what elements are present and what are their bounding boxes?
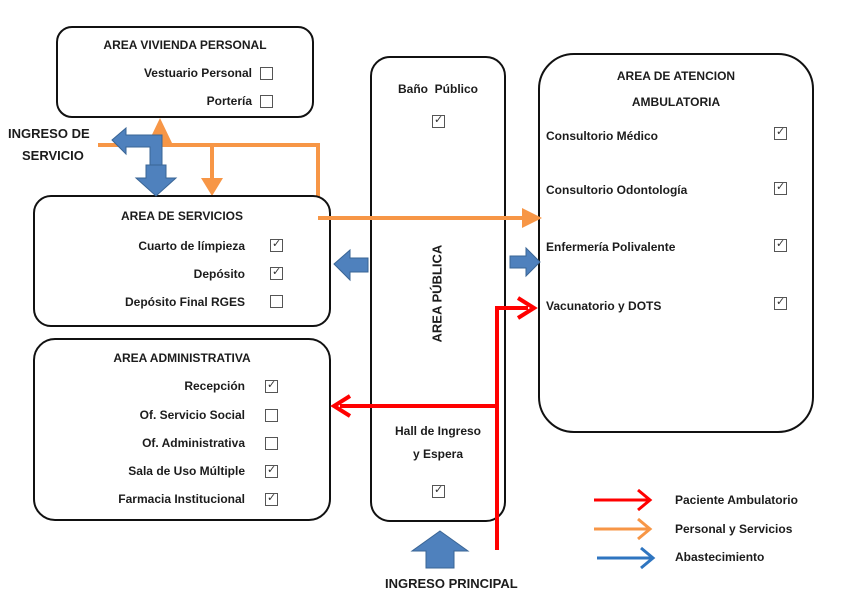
checkbox-deposito-final-rges[interactable]	[270, 295, 283, 308]
checkbox-hall-ingreso[interactable]	[432, 483, 445, 498]
checkbox-administrativa[interactable]	[265, 437, 278, 450]
item-administrativa: Of. Administrativa	[142, 436, 245, 450]
item-vestuario-personal: Vestuario Personal	[143, 66, 252, 80]
legend-paciente-ambulatorio: Paciente Ambulatorio	[675, 493, 798, 507]
checkbox-cuarto-limpieza[interactable]	[270, 237, 283, 252]
area-servicios: AREA DE SERVICIOS Cuarto de límpieza Dep…	[33, 195, 331, 327]
staff-arrowhead-to-vivienda	[148, 118, 172, 143]
item-cuarto-limpieza: Cuarto de límpieza	[138, 239, 245, 253]
bano-publico-label: Baño Público	[397, 82, 478, 96]
area-vivienda-title: AREA VIVIENDA PERSONAL	[103, 38, 267, 52]
checkbox-consultorio-odontologia[interactable]	[774, 180, 787, 195]
ingreso-servicio-label-2: SERVICIO	[22, 148, 84, 163]
checkbox-bano-publico[interactable]	[432, 113, 445, 128]
item-servicio-social: Of. Servicio Social	[139, 408, 245, 422]
checkbox-recepcion[interactable]	[265, 378, 278, 393]
checkbox-deposito[interactable]	[270, 265, 283, 280]
item-recepcion: Recepción	[184, 379, 245, 393]
area-ambulatoria-title-1: AREA DE ATENCION	[616, 69, 736, 83]
item-enfermeria-polivalente: Enfermería Polivalente	[546, 240, 676, 254]
item-farmacia-institucional: Farmacia Institucional	[118, 492, 245, 506]
hall-ingreso-label-2: y Espera	[412, 447, 464, 461]
area-administrativa-title: AREA ADMINISTRATIVA	[113, 351, 251, 365]
legend-personal-servicios: Personal y Servicios	[675, 522, 793, 536]
checkbox-servicio-social[interactable]	[265, 409, 278, 422]
area-vivienda-personal: AREA VIVIENDA PERSONAL Vestuario Persona…	[56, 26, 314, 118]
staff-arrowhead-to-servicios	[201, 178, 223, 196]
checkbox-vacunatorio-dots[interactable]	[774, 295, 787, 310]
item-consultorio-odontologia: Consultorio Odontología	[546, 183, 688, 197]
checkbox-farmacia-institucional[interactable]	[265, 491, 278, 506]
hall-ingreso-label-1: Hall de Ingreso	[394, 424, 482, 438]
checkbox-vestuario-personal[interactable]	[260, 67, 273, 80]
item-sala-uso-multiple: Sala de Uso Múltiple	[128, 464, 245, 478]
checkbox-enfermeria-polivalente[interactable]	[774, 237, 787, 252]
area-servicios-title: AREA DE SERVICIOS	[120, 209, 244, 223]
checkbox-consultorio-medico[interactable]	[774, 125, 787, 140]
ingreso-servicio-label-1: INGRESO DE	[8, 126, 90, 141]
area-administrativa: AREA ADMINISTRATIVA Recepción Of. Servic…	[33, 338, 331, 521]
area-atencion-ambulatoria: AREA DE ATENCION AMBULATORIA Consultorio…	[538, 53, 814, 433]
legend-abastecimiento: Abastecimiento	[675, 550, 765, 564]
area-publica-title: AREA PÚBLICA	[429, 244, 445, 343]
ingreso-principal-label: INGRESO PRINCIPAL	[385, 576, 518, 591]
item-porteria: Portería	[206, 94, 252, 108]
item-vacunatorio-dots: Vacunatorio y DOTS	[546, 299, 662, 313]
item-deposito-final-rges: Depósito Final RGES	[124, 295, 245, 309]
area-ambulatoria-title-2: AMBULATORIA	[631, 95, 721, 109]
checkbox-porteria[interactable]	[260, 95, 273, 108]
area-publica: Baño Público AREA PÚBLICA Hall de Ingres…	[370, 56, 506, 522]
item-consultorio-medico: Consultorio Médico	[546, 129, 658, 143]
item-deposito: Depósito	[193, 267, 245, 281]
checkbox-sala-uso-multiple[interactable]	[265, 463, 278, 478]
